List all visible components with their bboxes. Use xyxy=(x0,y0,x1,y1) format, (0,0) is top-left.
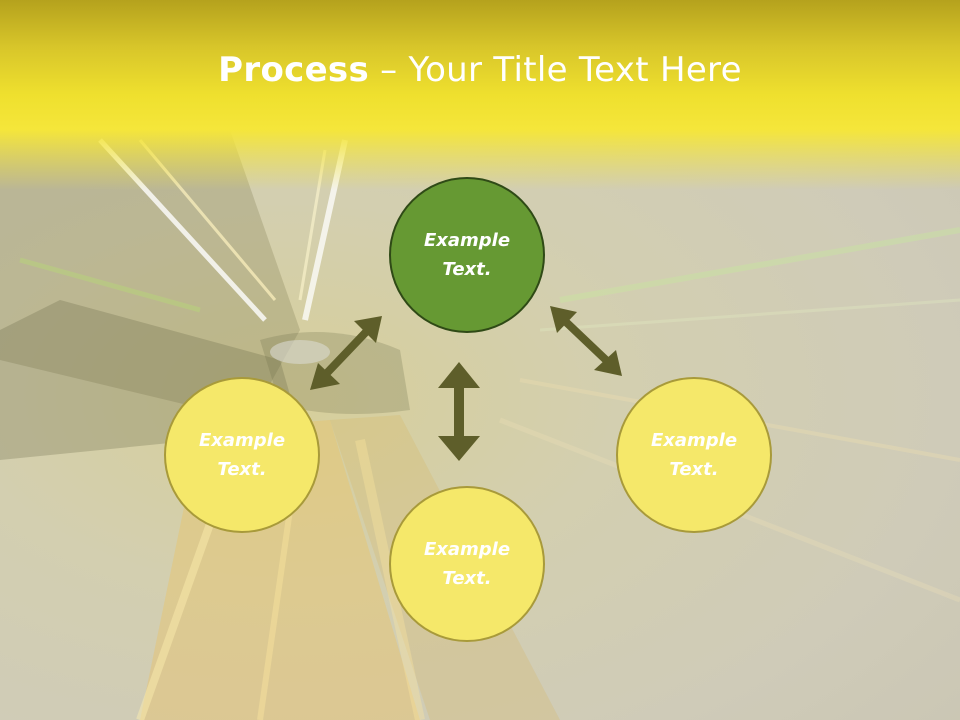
node-line-1: Example xyxy=(423,230,511,251)
node-line-1: Example xyxy=(423,539,511,560)
node-line-2: Text. xyxy=(217,459,267,480)
title-rest: – Your Title Text Here xyxy=(369,50,742,90)
title-bar xyxy=(0,0,960,190)
double-arrow-icon xyxy=(438,362,480,461)
double-arrow-icon xyxy=(550,306,622,376)
node-line-1: Example xyxy=(650,430,738,451)
slide-title: Process – Your Title Text Here xyxy=(0,50,960,90)
double-arrow-icon xyxy=(310,316,382,390)
node-line-1: Example xyxy=(198,430,286,451)
node-line-2: Text. xyxy=(669,459,719,480)
title-bold: Process xyxy=(218,50,370,90)
node-line-2: Text. xyxy=(442,568,492,589)
node-line-2: Text. xyxy=(442,259,492,280)
